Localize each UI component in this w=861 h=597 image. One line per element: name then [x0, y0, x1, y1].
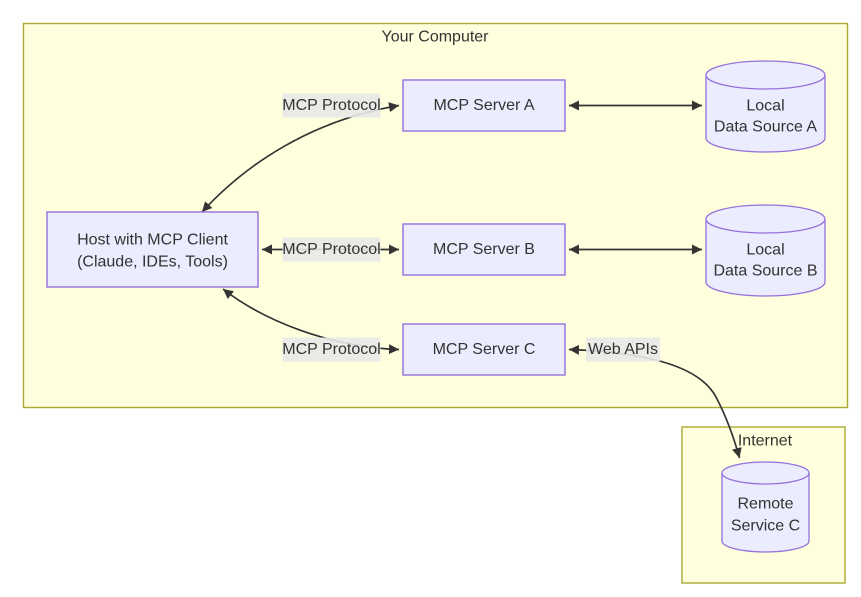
- cylinder-label-line1: Local: [746, 242, 784, 259]
- node-mcp-server-c: MCP Server C: [402, 323, 566, 376]
- cylinder-top: [705, 60, 826, 90]
- edge-label-mcp-protocol-c: MCP Protocol: [282, 337, 381, 362]
- cylinder-label-line2: Data Source A: [714, 119, 818, 136]
- node-mcp-server-b: MCP Server B: [402, 223, 566, 276]
- node-host-box: [46, 211, 259, 288]
- node-mcp-server-a: MCP Server A: [402, 79, 566, 132]
- cylinder-body: [721, 473, 810, 553]
- cylinder-body: [705, 75, 826, 153]
- node-host-label-line1: Host with MCP Client: [77, 232, 228, 249]
- edge-label-bg: [282, 337, 381, 362]
- edge-label-mcp-protocol-b: MCP Protocol: [282, 237, 381, 262]
- node-host-label-line2: (Claude, IDEs, Tools): [77, 254, 228, 271]
- cylinder-local-data-source-a: Local Data Source A: [705, 60, 826, 153]
- node-mcp-server-a-label: MCP Server A: [433, 97, 534, 114]
- cylinder-label-line1: Remote: [737, 496, 793, 513]
- node-host-with-mcp-client: Host with MCP Client (Claude, IDEs, Tool…: [46, 211, 259, 288]
- cylinder-label-line2: Service C: [731, 518, 800, 535]
- edge-label-bg: [282, 93, 381, 118]
- cluster-internet-title: Internet: [738, 433, 793, 450]
- cylinder-label-line1: Local: [746, 98, 784, 115]
- cylinder-remote-service-c: Remote Service C: [721, 461, 810, 553]
- edge-label-text: MCP Protocol: [282, 97, 380, 114]
- edge-label-mcp-protocol-a: MCP Protocol: [282, 93, 381, 118]
- node-mcp-server-a-box: [402, 79, 566, 132]
- node-mcp-server-c-box: [402, 323, 566, 376]
- edge-label-text: MCP Protocol: [282, 341, 380, 358]
- node-mcp-server-b-box: [402, 223, 566, 276]
- cylinder-local-data-source-b: Local Data Source B: [705, 204, 826, 297]
- edge-label-web-apis: Web APIs: [586, 337, 660, 362]
- edge-label-bg: [586, 337, 660, 362]
- node-mcp-server-c-label: MCP Server C: [433, 341, 536, 358]
- edge-label-bg: [282, 237, 381, 262]
- cylinder-top: [721, 461, 810, 485]
- cylinder-top: [705, 204, 826, 234]
- cylinder-body: [705, 219, 826, 297]
- cylinder-label-line2: Data Source B: [713, 263, 817, 280]
- cluster-your-computer-title: Your Computer: [381, 29, 489, 46]
- edge-label-text: Web APIs: [588, 341, 658, 358]
- node-mcp-server-b-label: MCP Server B: [433, 241, 535, 258]
- edge-label-text: MCP Protocol: [282, 241, 380, 258]
